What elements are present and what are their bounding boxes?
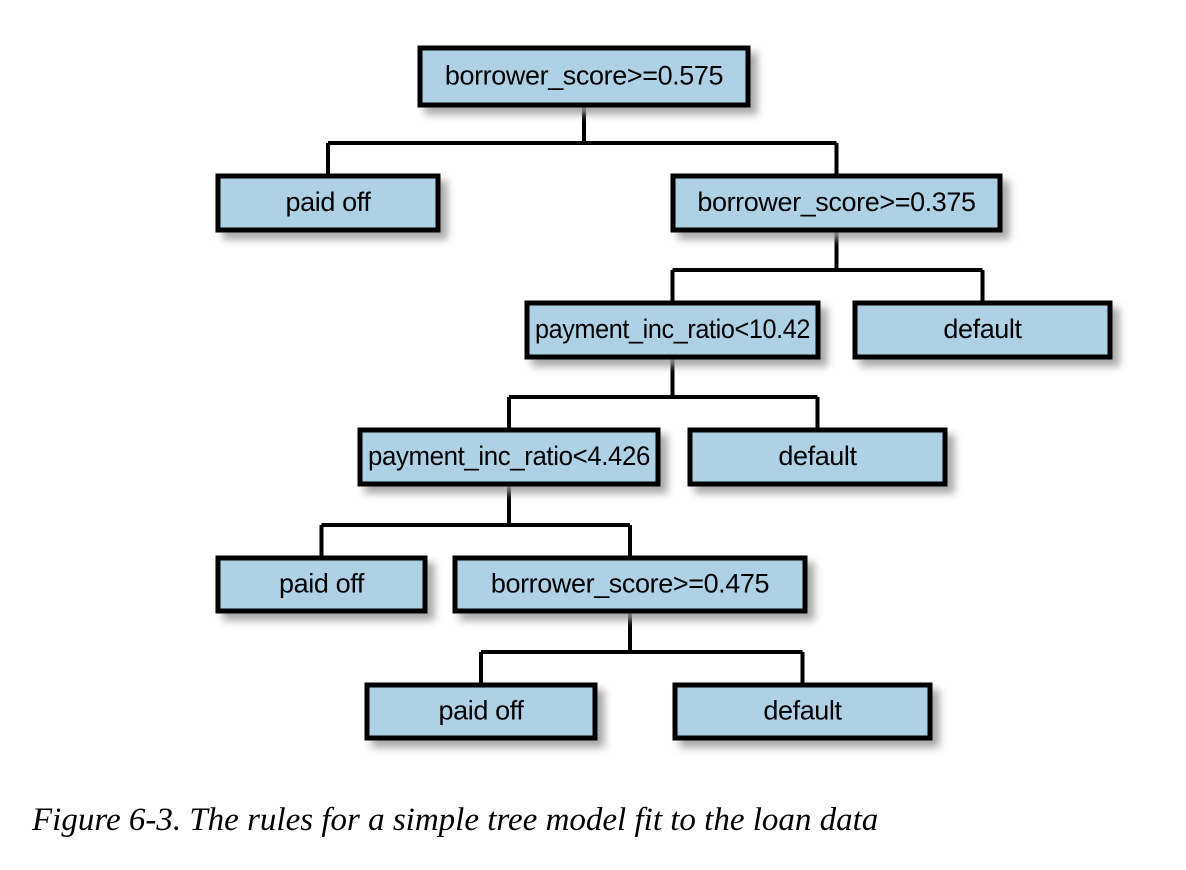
node-label: default xyxy=(778,441,857,471)
node-box[interactable] xyxy=(357,427,661,487)
tree-node-leaf[interactable]: default xyxy=(852,300,1113,360)
tree-node-leaf[interactable]: paid off xyxy=(215,173,441,233)
tree-edge xyxy=(507,357,820,430)
tree-node-split[interactable]: borrower_score>=0.575 xyxy=(417,45,751,108)
node-label: payment_inc_ratio<4.426 xyxy=(368,441,650,471)
node-label: borrower_score>=0.475 xyxy=(491,569,769,599)
tree-edges xyxy=(319,105,985,685)
node-box[interactable] xyxy=(452,555,808,614)
node-label: paid off xyxy=(286,187,372,217)
tree-edge xyxy=(479,611,805,685)
tree-node-leaf[interactable]: paid off xyxy=(215,555,428,614)
tree-node-split[interactable]: payment_inc_ratio<4.426 xyxy=(357,427,661,487)
tree-node-split[interactable]: payment_inc_ratio<10.42 xyxy=(524,300,821,360)
node-box[interactable] xyxy=(524,300,821,360)
tree-node-split[interactable]: borrower_score>=0.475 xyxy=(452,555,808,614)
node-box[interactable] xyxy=(417,45,751,108)
node-label: paid off xyxy=(439,696,525,726)
node-box[interactable] xyxy=(215,555,428,614)
node-box[interactable] xyxy=(670,173,1003,233)
node-box[interactable] xyxy=(215,173,441,233)
node-box[interactable] xyxy=(672,682,933,741)
figure-caption: Figure 6-3. The rules for a simple tree … xyxy=(32,802,879,838)
tree-node-leaf[interactable]: default xyxy=(687,427,948,487)
node-box[interactable] xyxy=(687,427,948,487)
tree-node-split[interactable]: borrower_score>=0.375 xyxy=(670,173,1003,233)
node-label: borrower_score>=0.575 xyxy=(445,61,723,91)
node-label: default xyxy=(943,314,1022,344)
tree-edge xyxy=(319,484,632,558)
node-label: borrower_score>=0.375 xyxy=(697,187,975,217)
tree-node-leaf[interactable]: paid off xyxy=(364,682,598,741)
node-box[interactable] xyxy=(364,682,598,741)
node-label: default xyxy=(763,696,842,726)
tree-node-leaf[interactable]: default xyxy=(672,682,933,741)
tree-edge xyxy=(670,230,985,303)
node-box[interactable] xyxy=(852,300,1113,360)
node-label: payment_inc_ratio<10.42 xyxy=(535,314,810,344)
node-label: paid off xyxy=(279,569,365,599)
tree-edge xyxy=(326,105,839,176)
